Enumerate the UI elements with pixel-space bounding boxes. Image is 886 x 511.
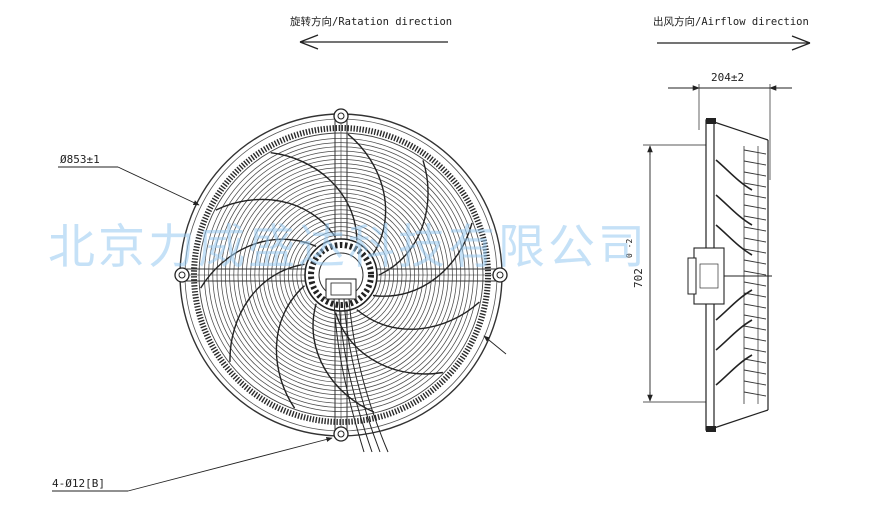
side-motor: [687, 247, 772, 305]
depth-label: 204±2: [711, 71, 744, 84]
height-tolerance-label: 0 -2: [625, 239, 634, 258]
mounting-holes: [174, 108, 508, 442]
height-label: 702: [632, 268, 645, 288]
airflow-direction-annotation: 出风方向/Airflow direction: [653, 15, 811, 51]
depth-dimension: 204±2: [668, 71, 792, 180]
side-guard-grille: [743, 146, 767, 404]
motor-cables: [333, 298, 389, 453]
airflow-arrow-icon: [657, 35, 811, 51]
height-dimension: 702 0 -2: [625, 144, 712, 403]
diameter-dimension: Ø853±1: [58, 153, 507, 355]
fan-side-view: 204±2 702 0 -2: [625, 71, 792, 432]
rotation-direction-label: 旋转方向/Ratation direction: [290, 15, 452, 28]
holes-label: 4-Ø12[B]: [52, 477, 105, 490]
fan-front-view: [174, 108, 508, 453]
rotation-arrow-icon: [299, 34, 448, 50]
motor-hub: [304, 238, 378, 312]
airflow-direction-label: 出风方向/Airflow direction: [653, 15, 809, 28]
diameter-label: Ø853±1: [60, 153, 100, 166]
side-blades: [715, 159, 753, 386]
holes-dimension: 4-Ø12[B]: [52, 436, 333, 492]
rotation-direction-annotation: 旋转方向/Ratation direction: [290, 15, 452, 50]
fan-blades: [200, 133, 480, 413]
